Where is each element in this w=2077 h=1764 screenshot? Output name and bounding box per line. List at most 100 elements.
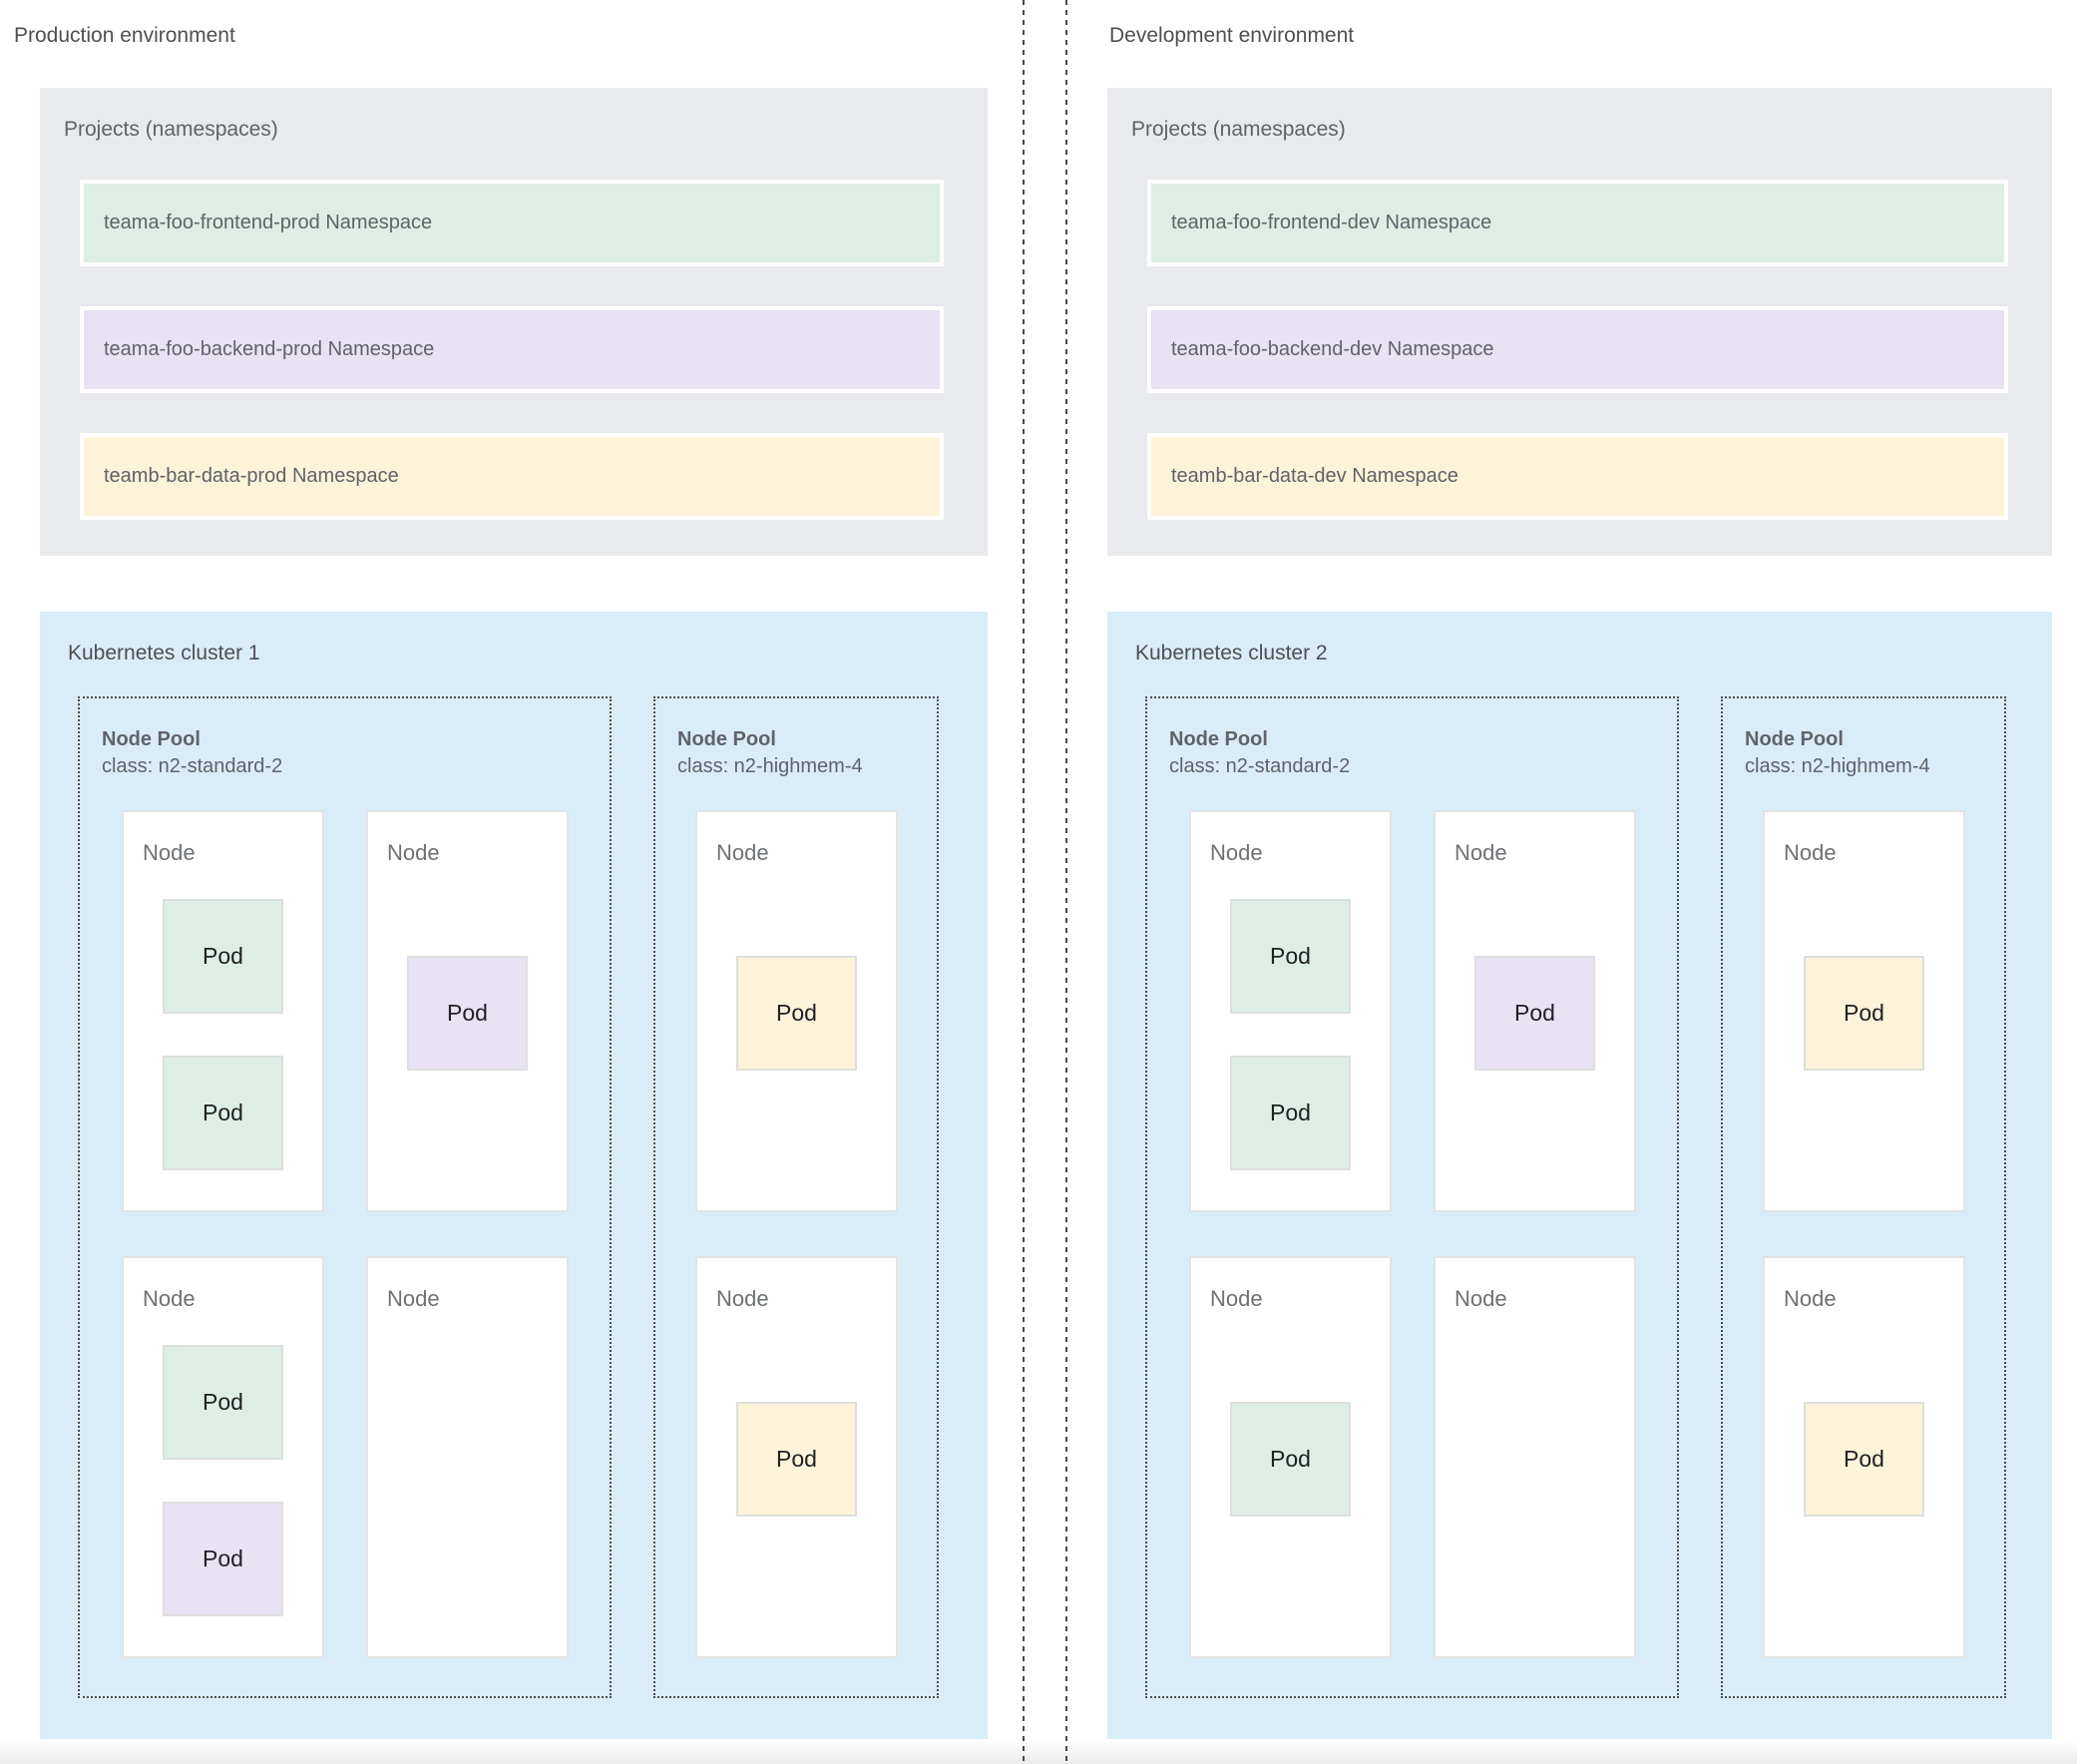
node-label: Node [1210,1286,1263,1311]
node-pool: Node Pool class: n2-standard-2 Node Pod … [78,696,612,1698]
pod-list: Pod [697,812,896,1210]
environment-separator-line-left [1023,0,1025,1764]
node-pool: Node Pool class: n2-highmem-4 Node Pod N… [653,696,939,1698]
pod-box: Pod [163,899,283,1014]
node-box: Node Pod [1763,1256,1965,1658]
node-label: Node [143,1286,196,1311]
node-pool-label: Node Pool class: n2-standard-2 [102,726,282,780]
pod-list: Pod Pod [1191,812,1390,1210]
node-list: Node Pod Node Pod [1723,698,2004,1696]
node-box: Node [1434,1256,1636,1658]
pod-box: Pod [1804,1402,1924,1517]
node-pool: Node Pool class: n2-highmem-4 Node Pod N… [1721,696,2006,1698]
node-pool-list: Node Pool class: n2-standard-2 Node Pod … [40,612,988,1739]
projects-namespaces-box: Projects (namespaces) teama-foo-frontend… [40,88,988,556]
environment-separator-line-right [1065,0,1067,1764]
node-pool-title: Node Pool [1169,728,1268,750]
pod-box: Pod [736,1402,857,1517]
pod-label: Pod [447,1000,488,1026]
node-label: Node [716,1286,769,1311]
node-list: Node Pod Node Pod [655,698,937,1696]
node-box: Node Pod [1434,810,1636,1212]
node-pool: Node Pool class: n2-standard-2 Node Pod … [1145,696,1679,1698]
pod-label: Pod [1844,1446,1884,1472]
namespace-label: teama-foo-frontend-prod Namespace [104,212,433,233]
node-pool-machine-class: class: n2-highmem-4 [677,755,863,777]
namespace-label: teama-foo-frontend-dev Namespace [1171,212,1492,233]
pod-box: Pod [1230,899,1351,1014]
node-list: Node Pod Pod Node Pod Node Pod Node [1147,698,1677,1696]
node-pool-machine-class: class: n2-standard-2 [1169,755,1351,777]
node-box: Node Pod [1189,1256,1392,1658]
pod-label: Pod [1844,1000,1884,1026]
namespace-bar: teama-foo-frontend-dev Namespace [1147,180,2008,266]
node-label: Node [1784,1286,1837,1311]
node-label: Node [387,1286,440,1311]
node-label: Node [143,840,196,865]
namespace-list: teama-foo-frontend-dev Namespace teama-f… [1107,88,2052,556]
pod-label: Pod [776,1000,817,1026]
node-label: Node [1210,840,1263,865]
pod-box: Pod [163,1502,283,1616]
pod-box: Pod [1230,1402,1351,1517]
environment-column: Development environment Projects (namesp… [1107,0,2052,1764]
pod-label: Pod [1270,1446,1311,1472]
node-box: Node Pod Pod [1189,810,1392,1212]
pod-label: Pod [1270,1100,1311,1125]
pod-box: Pod [1230,1056,1351,1170]
pod-list: Pod Pod [124,812,322,1210]
pod-list: Pod [1436,812,1634,1210]
pod-list: Pod [368,812,567,1210]
page-bottom-fade [0,1740,2077,1764]
cluster-title: Kubernetes cluster 2 [1135,642,1328,664]
node-pool-list: Node Pool class: n2-standard-2 Node Pod … [1107,612,2052,1739]
pod-box: Pod [736,956,857,1071]
pod-box: Pod [1474,956,1595,1071]
pod-list: Pod Pod [124,1258,322,1656]
projects-box-label: Projects (namespaces) [1131,118,1346,141]
node-label: Node [1454,840,1507,865]
node-list: Node Pod Pod Node Pod Node Pod Pod Node [80,698,610,1696]
namespace-label: teamb-bar-data-dev Namespace [1171,465,1458,487]
pod-list: Pod [1191,1258,1390,1656]
node-pool-machine-class: class: n2-standard-2 [102,755,283,777]
environment-title: Production environment [14,24,235,47]
pod-label: Pod [1270,943,1311,969]
namespace-bar: teama-foo-frontend-prod Namespace [80,180,944,266]
pod-label: Pod [776,1446,817,1472]
node-pool-machine-class: class: n2-highmem-4 [1745,755,1930,777]
kubernetes-cluster-box: Kubernetes cluster 1 Node Pool class: n2… [40,612,988,1739]
pod-box: Pod [163,1345,283,1460]
pod-list: Pod [1765,812,1963,1210]
namespace-label: teamb-bar-data-prod Namespace [104,465,399,487]
node-pool-label: Node Pool class: n2-highmem-4 [677,726,863,780]
namespace-label: teama-foo-backend-dev Namespace [1171,338,1494,360]
node-label: Node [387,840,440,865]
pod-label: Pod [1514,1000,1555,1026]
node-box: Node [366,1256,569,1658]
namespace-bar: teamb-bar-data-prod Namespace [80,433,944,520]
namespace-bar: teamb-bar-data-dev Namespace [1147,433,2008,520]
projects-box-label: Projects (namespaces) [64,118,278,141]
node-pool-label: Node Pool class: n2-highmem-4 [1745,726,1930,780]
pod-box: Pod [1804,956,1924,1071]
node-box: Node Pod Pod [122,1256,324,1658]
pod-label: Pod [203,1545,243,1571]
pod-list: Pod [1765,1258,1963,1656]
pod-box: Pod [163,1056,283,1170]
pod-list [368,1258,567,1656]
node-box: Node Pod [695,810,898,1212]
node-box: Node Pod [695,1256,898,1658]
namespace-label: teama-foo-backend-prod Namespace [104,338,435,360]
pod-label: Pod [203,943,243,969]
node-box: Node Pod Pod [122,810,324,1212]
pod-list [1436,1258,1634,1656]
pod-box: Pod [407,956,528,1071]
node-pool-title: Node Pool [1745,728,1844,750]
namespace-bar: teama-foo-backend-dev Namespace [1147,306,2008,393]
pod-label: Pod [203,1100,243,1125]
pod-list: Pod [697,1258,896,1656]
node-pool-title: Node Pool [677,728,776,750]
cluster-title: Kubernetes cluster 1 [68,642,260,664]
